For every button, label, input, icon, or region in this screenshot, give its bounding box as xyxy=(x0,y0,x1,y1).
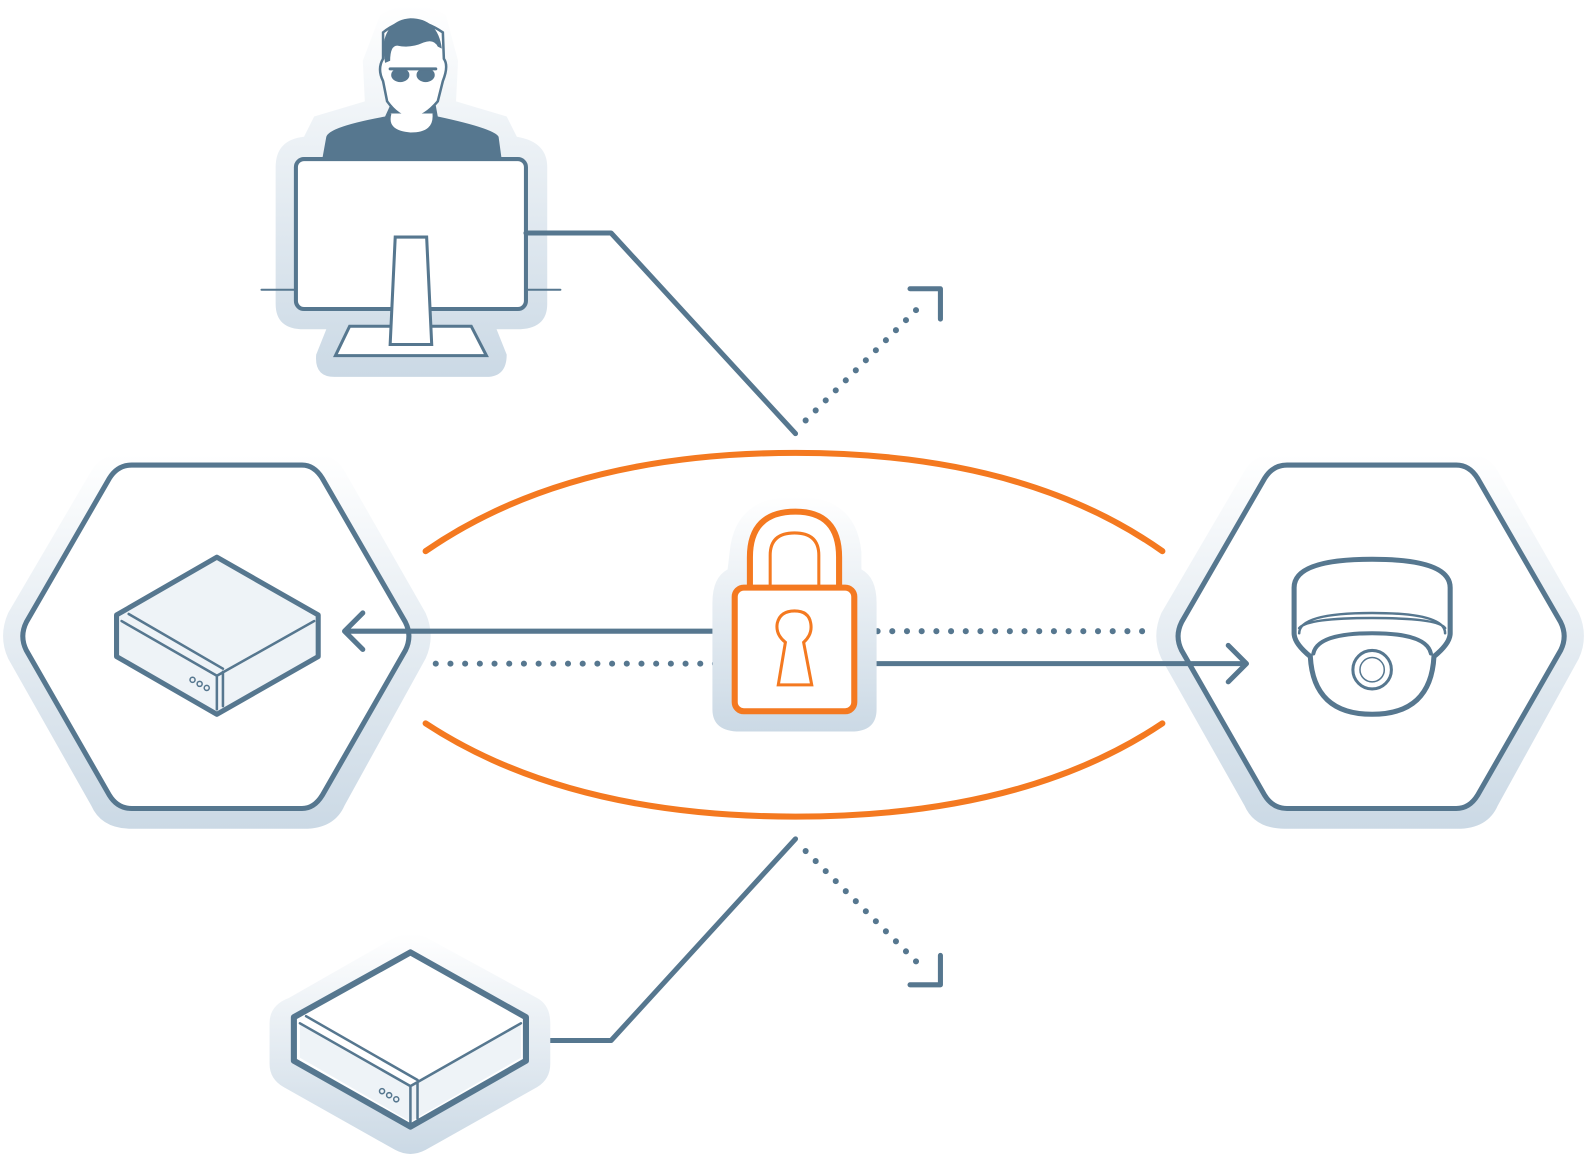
return-arrow-line xyxy=(342,610,735,652)
encryption-arc-bottom xyxy=(422,720,1166,820)
user-workstation-icon xyxy=(260,5,562,377)
encryption-arc-top xyxy=(422,449,1166,555)
forward-arrow-line xyxy=(854,642,1250,685)
network-video-recorder-icon xyxy=(114,554,321,717)
dome-camera-icon xyxy=(1291,556,1453,717)
corner-arrow-icon xyxy=(907,286,943,322)
padlock-icon xyxy=(712,496,877,732)
camera-node xyxy=(1156,453,1584,829)
device-link-line xyxy=(523,836,799,1044)
outbound-dotted-line-bottom xyxy=(802,848,926,971)
bottom-device-node xyxy=(269,933,551,1154)
network-device-icon xyxy=(290,949,529,1130)
keyhole-icon xyxy=(775,609,814,687)
glasses-icon xyxy=(391,67,410,83)
corner-arrow-icon xyxy=(907,952,943,988)
workstation-link-line xyxy=(523,230,799,437)
recorder-node xyxy=(3,453,431,829)
outbound-dotted-line-top xyxy=(802,300,926,424)
